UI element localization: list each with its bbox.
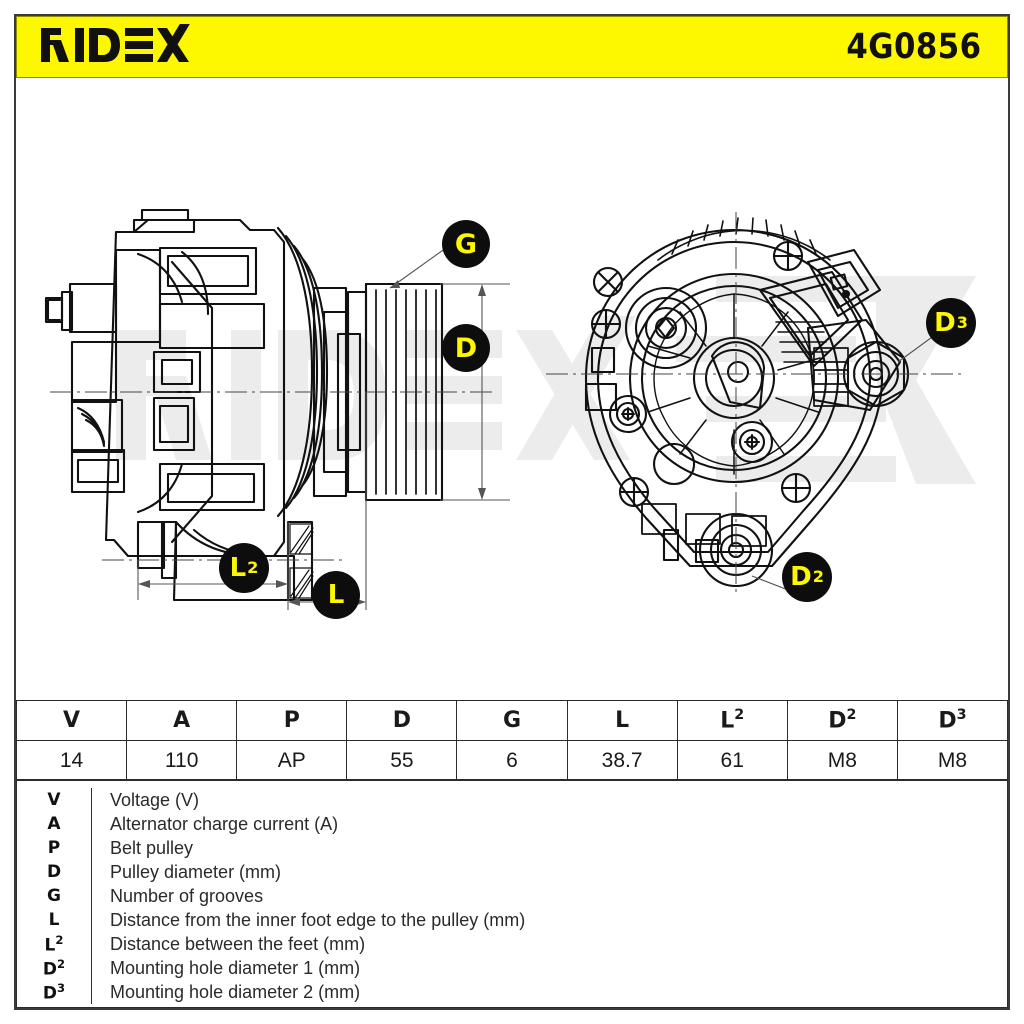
legend-row: V Voltage (V) [17,788,1007,812]
callout-label-g: G [454,228,478,260]
legend-key-l: L [17,908,92,932]
callout-label-d3: D [934,308,956,338]
spec-value-g: 6 [456,740,568,781]
spec-header-l: L [566,700,678,741]
spec-value-d3: M8 [896,740,1009,781]
spec-table-value-row: 14 110 AP 55 6 38.7 61 M8 M8 [15,740,1009,781]
spec-header-v: V [15,700,128,741]
spec-value-p: AP [236,740,348,781]
header-banner: 4G0856 [16,16,1008,78]
callout-badge-l: L [312,571,360,619]
legend-desc-d2: Mounting hole diameter 1 (mm) [110,957,361,978]
legend-desc-d3: Mounting hole diameter 2 (mm) [110,981,361,1002]
callout-sup-d2: 2 [812,566,824,586]
callout-badge-d: D [442,324,490,372]
callout-sup-l2: 2 [247,557,259,577]
spec-table: V A P D G L L2 D2 D3 14 110 AP 55 6 38.7… [15,700,1009,781]
ridex-logo [41,24,190,62]
legend-key-v: V [17,788,92,812]
callout-label-d2: D [790,562,812,592]
spec-value-d2: M8 [786,740,898,781]
spec-value-l: 38.7 [566,740,678,781]
legend-key-l2: L2 [17,932,92,956]
legend-row: D2 Mounting hole diameter 1 (mm) [17,956,1007,980]
legend-row: D Pulley diameter (mm) [17,860,1007,884]
legend-desc-l: Distance from the inner foot edge to the… [110,909,526,930]
callout-label-l: L [327,580,345,610]
legend-row: L2 Distance between the feet (mm) [17,932,1007,956]
legend-row: G Number of grooves [17,884,1007,908]
callout-label-l2: L [229,553,247,583]
spec-table-header-row: V A P D G L L2 D2 D3 [15,700,1009,741]
spec-value-v: 14 [15,740,128,781]
legend-desc-p: Belt pulley [110,837,194,858]
callout-sup-d3: 3 [956,312,968,332]
legend-desc-v: Voltage (V) [110,789,200,810]
legend-desc-a: Alternator charge current (A) [110,813,339,834]
spec-header-a: A [126,700,238,741]
alternator-side-view [42,192,512,612]
legend-row: A Alternator charge current (A) [17,812,1007,836]
legend-key-a: A [17,812,92,836]
legend-key-g: G [17,884,92,908]
legend-key-d: D [17,860,92,884]
spec-value-a: 110 [126,740,238,781]
legend-desc-l2: Distance between the feet (mm) [110,933,366,954]
spec-value-d: 55 [346,740,458,781]
spec-header-d2: D2 [786,700,898,741]
alternator-front-view [546,198,966,608]
legend-key-d3: D3 [17,980,92,1004]
legend-key-d2: D2 [17,956,92,980]
spec-header-p: P [236,700,348,741]
legend-row: L Distance from the inner foot edge to t… [17,908,1007,932]
spec-header-d: D [346,700,458,741]
callout-label-d: D [454,332,478,364]
spec-value-l2: 61 [676,740,788,781]
callout-badge-g: G [442,220,490,268]
legend-row: P Belt pulley [17,836,1007,860]
spec-header-l2: L2 [676,700,788,741]
legend-key-p: P [17,836,92,860]
legend-box: V Voltage (V) A Alternator charge curren… [16,779,1008,1008]
legend-row: D3 Mounting hole diameter 2 (mm) [17,980,1007,1004]
legend-desc-d: Pulley diameter (mm) [110,861,282,882]
page-frame [14,14,1010,1010]
legend-desc-g: Number of grooves [110,885,264,906]
spec-header-d3: D3 [896,700,1009,741]
part-number: 4G0856 [845,27,981,67]
spec-header-g: G [456,700,568,741]
